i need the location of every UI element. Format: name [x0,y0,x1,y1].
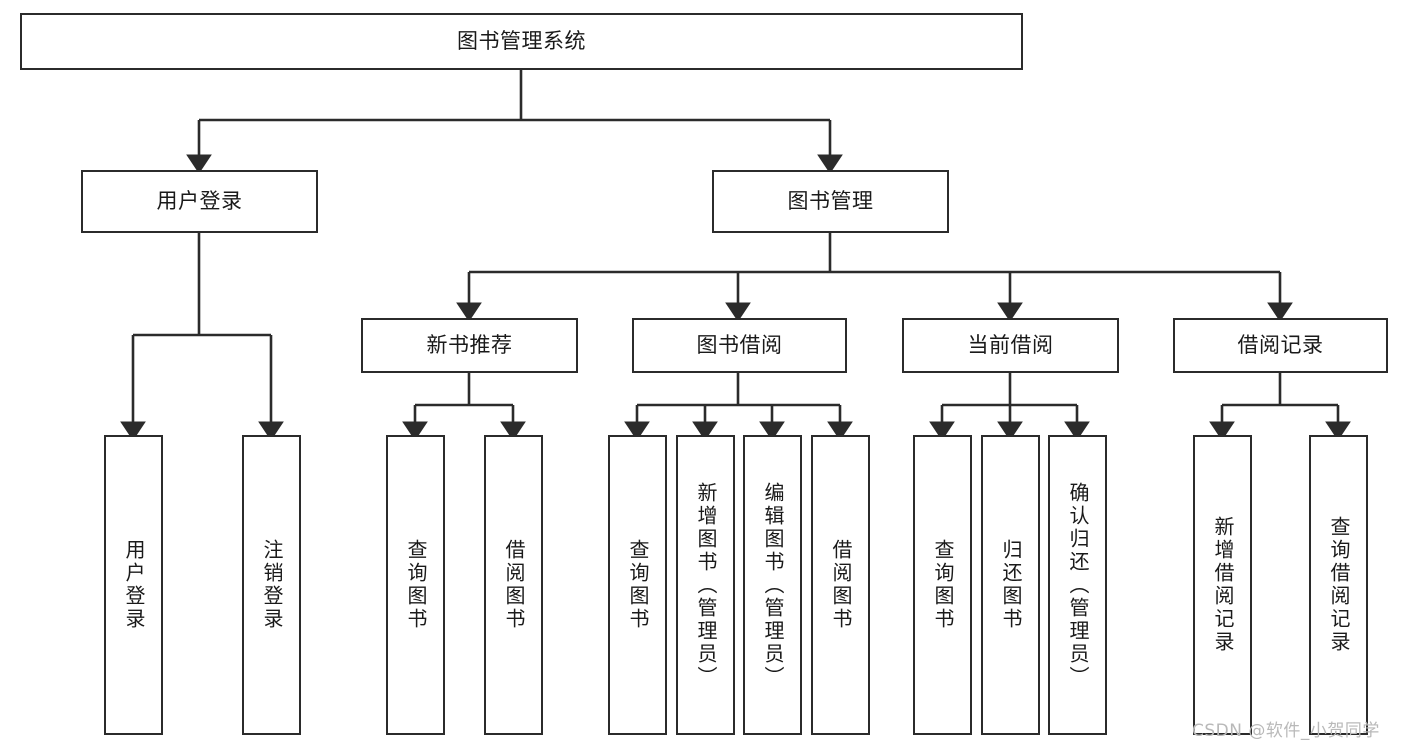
leaf-query-record[interactable]: 查询借阅记录 [1309,435,1368,735]
leaf-label: 新增图书（管理员） [694,481,718,689]
leaf-borrow-book-1[interactable]: 借阅图书 [484,435,543,735]
leaf-add-book[interactable]: 新增图书（管理员） [676,435,735,735]
leaf-add-record[interactable]: 新增借阅记录 [1193,435,1252,735]
node-book-manage[interactable]: 图书管理 [712,170,949,233]
leaf-label: 用户登录 [122,539,146,631]
leaf-label: 借阅图书 [502,539,526,631]
leaf-label: 借阅图书 [829,539,853,631]
node-root[interactable]: 图书管理系统 [20,13,1023,70]
leaf-user-login[interactable]: 用户登录 [104,435,163,735]
leaf-label: 查询图书 [931,539,955,631]
leaf-label: 归还图书 [999,539,1023,631]
node-book-borrow[interactable]: 图书借阅 [632,318,847,373]
leaf-label: 确认归还（管理员） [1066,481,1090,689]
node-user-login[interactable]: 用户登录 [81,170,318,233]
leaf-query-book-2[interactable]: 查询图书 [608,435,667,735]
node-new-book-recommend[interactable]: 新书推荐 [361,318,578,373]
leaf-query-book-3[interactable]: 查询图书 [913,435,972,735]
csdn-watermark: CSDN @软件_小贺同学 [1192,721,1380,741]
leaf-confirm-return[interactable]: 确认归还（管理员） [1048,435,1107,735]
leaf-label: 查询图书 [626,539,650,631]
node-current-borrow[interactable]: 当前借阅 [902,318,1119,373]
leaf-query-book-1[interactable]: 查询图书 [386,435,445,735]
node-borrow-record[interactable]: 借阅记录 [1173,318,1388,373]
leaf-borrow-book-2[interactable]: 借阅图书 [811,435,870,735]
leaf-edit-book[interactable]: 编辑图书（管理员） [743,435,802,735]
leaf-label: 编辑图书（管理员） [761,481,785,689]
leaf-label: 注销登录 [260,539,284,631]
leaf-return-book[interactable]: 归还图书 [981,435,1040,735]
leaf-label: 查询借阅记录 [1327,516,1351,654]
leaf-label: 新增借阅记录 [1211,516,1235,654]
leaf-label: 查询图书 [404,539,428,631]
leaf-logout[interactable]: 注销登录 [242,435,301,735]
